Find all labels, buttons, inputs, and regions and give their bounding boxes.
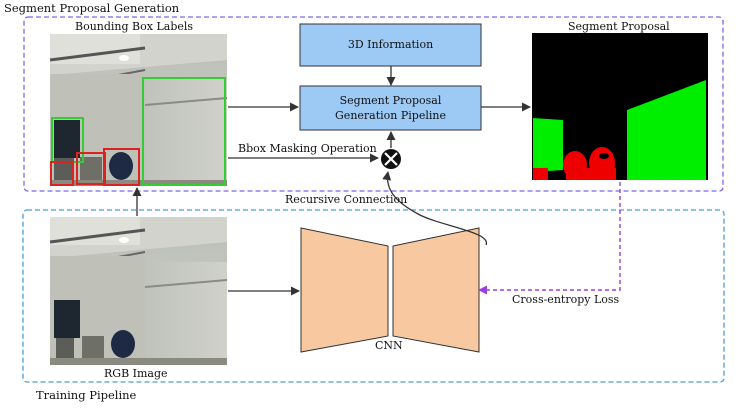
3d-information-label: 3D Information xyxy=(347,38,434,51)
cnn-label: CNN xyxy=(375,339,403,352)
bbox-labels-caption: Bounding Box Labels xyxy=(75,20,194,33)
bbox-labels-image xyxy=(49,34,228,186)
bbox-masking-label: Bbox Masking Operation xyxy=(238,142,377,155)
segment-proposal-image xyxy=(532,33,708,180)
segment-proposal-caption: Segment Proposal xyxy=(568,20,670,33)
segment-proposal-region-title: Segment Proposal Generation xyxy=(4,1,180,15)
recursive-connection-label: Recursive Connection xyxy=(285,193,408,206)
pipeline-label-line2: Generation Pipeline xyxy=(335,109,446,122)
recursive-connection-path xyxy=(382,171,487,246)
segment-proposal-pipeline-box xyxy=(299,85,482,131)
segment-proposal-region xyxy=(23,16,724,192)
pipeline-label-line1: Segment Proposal xyxy=(339,94,442,107)
masking-multiply-node xyxy=(381,149,401,169)
3d-information-box xyxy=(299,23,482,67)
cnn-encoder-shape xyxy=(300,227,389,353)
cross-entropy-loss-arrow xyxy=(478,182,621,295)
training-pipeline-region xyxy=(22,209,725,383)
cnn-decoder-shape xyxy=(392,227,480,353)
training-pipeline-region-title: Training Pipeline xyxy=(36,388,137,402)
rgb-image xyxy=(49,217,228,365)
cross-entropy-loss-label: Cross-entropy Loss xyxy=(512,293,620,306)
rgb-image-caption: RGB Image xyxy=(104,367,168,380)
